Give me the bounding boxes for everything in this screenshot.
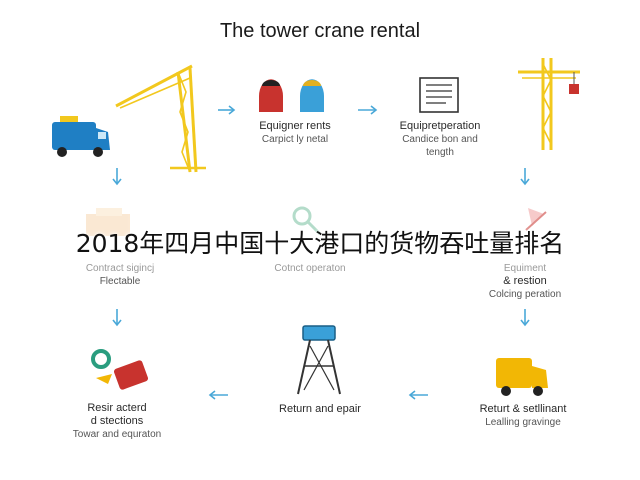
crane-icon-left	[115, 64, 206, 173]
truck-icon-left	[52, 116, 110, 157]
node-line: & restion	[503, 275, 547, 287]
node-equipment-operation: Equipretperation Candice bon and tength	[370, 120, 510, 159]
node-line: Returt & setllinant	[479, 403, 567, 415]
node-line: Equiment	[503, 263, 547, 274]
overlay-caption: 2018年四月中国十大港口的货物吞吐量排名	[75, 229, 565, 258]
node-line: Lealling gravinge	[485, 417, 561, 428]
crane-icon-right	[518, 58, 580, 150]
arrow-left-2	[208, 390, 228, 400]
node-contract-operation: Cotnct operaton	[245, 262, 375, 275]
node-return-settlement: Returt & setllinant Lealling gravinge	[448, 403, 598, 429]
arrow-left-1	[408, 390, 428, 400]
arrow-down-right-2	[520, 309, 530, 327]
arrow-down-right-1	[520, 168, 530, 186]
node-line: Candice bon and	[402, 134, 478, 145]
flow-arrows	[112, 105, 530, 400]
diagram-title: The tower crane rental	[219, 20, 421, 42]
contract-icon	[86, 208, 130, 236]
arrow-right-1	[218, 105, 236, 115]
tower-icon	[297, 325, 341, 395]
node-line: Return and epair	[279, 403, 361, 415]
node-line: Flectable	[99, 276, 141, 287]
restion-icon	[525, 208, 547, 231]
arrow-right-2	[358, 105, 378, 115]
node-line: Cotnct operaton	[274, 263, 346, 274]
wrench-icon	[292, 206, 322, 236]
node-contract-signing: Contract sigincj Flectable	[55, 262, 185, 288]
node-line: d stections	[90, 415, 144, 427]
document-icon	[419, 77, 459, 113]
node-equipment-restion: Equiment & restion Colcing peration	[455, 262, 595, 301]
node-equipment-rents: Equigner rents Carpict ly netal	[230, 120, 360, 146]
node-line: tength	[426, 147, 454, 158]
truck-icon-right	[496, 358, 548, 396]
node-line: Equipretperation	[399, 120, 481, 132]
repair-tools-icon	[91, 349, 149, 390]
node-line: Contract sigincj	[85, 263, 155, 274]
node-return-repair: Return and epair	[250, 403, 390, 416]
node-line: Colcing peration	[488, 289, 562, 300]
arrow-down-left-2	[112, 309, 122, 327]
arrow-down-left-1	[112, 168, 122, 186]
node-line: Resir acterd	[87, 402, 147, 414]
people-icon	[259, 79, 324, 112]
node-resir-acted: Resir acterd d stections Towar and equra…	[52, 402, 182, 441]
node-line: Carpict ly netal	[261, 134, 329, 145]
node-line: Towar and equraton	[72, 429, 162, 440]
node-line: Equigner rents	[259, 120, 331, 132]
